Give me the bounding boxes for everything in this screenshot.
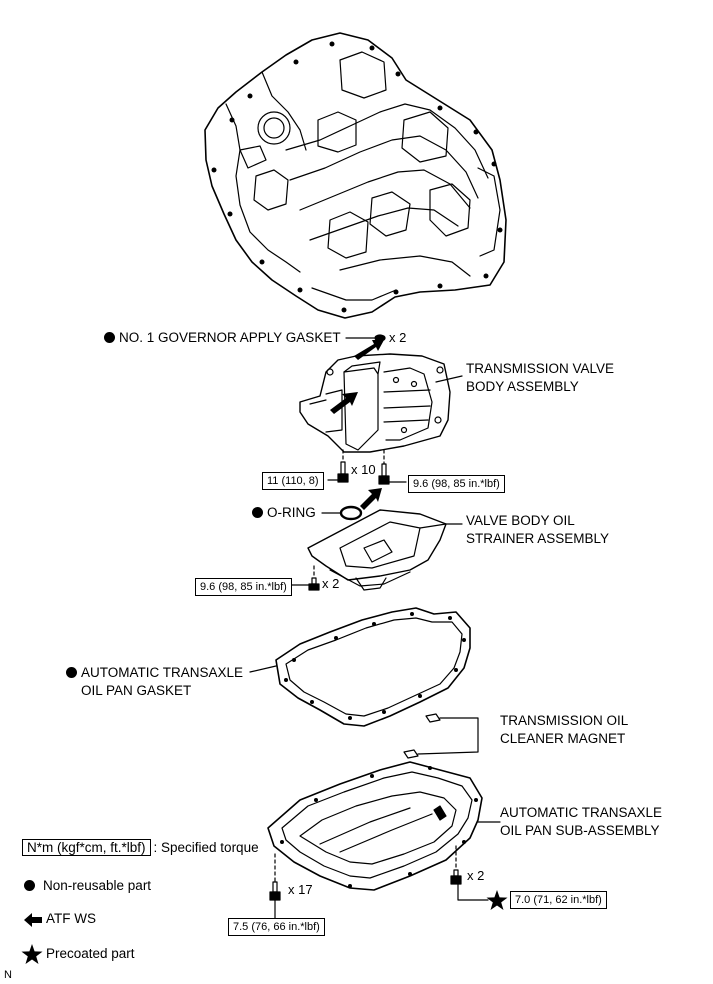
label-o-ring: O-RING <box>252 504 316 522</box>
magnet-drawing <box>403 713 479 759</box>
pan-gasket-line-1: AUTOMATIC TRANSAXLE <box>81 665 244 680</box>
governor-gasket-text: NO. 1 GOVERNOR APPLY GASKET <box>119 330 341 345</box>
legend-atf-arrow <box>24 913 42 927</box>
pan-gasket-line-2: OIL PAN GASKET <box>81 683 192 698</box>
bolt-qty-10: x 10 <box>351 462 376 477</box>
governor-qty: x 2 <box>389 330 407 345</box>
leader-lines <box>435 375 463 525</box>
label-magnet: TRANSMISSION OIL CLEANER MAGNET <box>500 712 628 748</box>
torque-box-t2: 9.6 (98, 85 in.*lbf) <box>408 475 505 493</box>
non-reusable-dot-icon <box>104 332 115 343</box>
plug-qty-2: x 2 <box>467 868 485 883</box>
non-reusable-dot-icon <box>24 880 35 891</box>
valve-body-line-1: TRANSMISSION VALVE <box>466 361 615 376</box>
legend-precoated: Precoated part <box>46 946 135 961</box>
valve-body-bolts <box>327 449 407 485</box>
magnet-line-1: TRANSMISSION OIL <box>500 713 629 728</box>
o-ring-text: O-RING <box>267 505 316 520</box>
label-strainer: VALVE BODY OIL STRAINER ASSEMBLY <box>466 512 609 548</box>
atf-arrow-governor <box>354 340 384 360</box>
label-pan-gasket: AUTOMATIC TRANSAXLE OIL PAN GASKET <box>66 664 243 700</box>
valve-body-drawing <box>299 353 451 453</box>
torque-box-t1: 11 (110, 8) <box>262 472 324 490</box>
pan-gasket-drawing <box>249 607 471 727</box>
oil-pan-line-1: AUTOMATIC TRANSAXLE <box>500 805 663 820</box>
legend-torque-text: : Specified torque <box>153 840 259 855</box>
strainer-bolt-qty: x 2 <box>322 576 340 591</box>
legend-nonreusable-text: Non-reusable part <box>43 878 152 893</box>
precoated-star-pan <box>486 890 508 910</box>
corner-mark: N <box>4 969 12 981</box>
legend-star <box>21 944 43 964</box>
transaxle-case-drawing <box>204 32 507 319</box>
atf-arrow-o-ring <box>360 488 382 510</box>
oil-pan-drawing <box>267 761 501 919</box>
legend-torque-box: N*m (kgf*cm, ft.*lbf) <box>22 839 151 856</box>
label-governor-gasket: NO. 1 GOVERNOR APPLY GASKET <box>104 329 341 347</box>
o-ring-drawing <box>321 505 363 521</box>
torque-box-t5: 7.0 (71, 62 in.*lbf) <box>510 891 607 909</box>
strainer-line-1: VALVE BODY OIL <box>466 513 575 528</box>
valve-body-line-2: BODY ASSEMBLY <box>466 379 579 394</box>
torque-box-t4: 7.5 (76, 66 in.*lbf) <box>228 918 325 936</box>
strainer-line-2: STRAINER ASSEMBLY <box>466 531 610 546</box>
label-oil-pan: AUTOMATIC TRANSAXLE OIL PAN SUB-ASSEMBLY <box>500 804 662 840</box>
governor-gasket-drawing <box>345 334 386 342</box>
torque-box-t3: 9.6 (98, 85 in.*lbf) <box>195 578 292 596</box>
legend-nonreusable: Non-reusable part <box>24 877 151 895</box>
legend-torque: N*m (kgf*cm, ft.*lbf): Specified torque <box>22 839 259 857</box>
non-reusable-dot-icon <box>66 667 77 678</box>
strainer-drawing <box>291 509 447 591</box>
legend-atf: ATF WS <box>46 911 96 926</box>
non-reusable-dot-icon <box>252 507 263 518</box>
magnet-line-2: CLEANER MAGNET <box>500 731 626 746</box>
oil-pan-line-2: OIL PAN SUB-ASSEMBLY <box>500 823 660 838</box>
pan-bolt-qty-17: x 17 <box>288 882 313 897</box>
label-valve-body: TRANSMISSION VALVE BODY ASSEMBLY <box>466 360 614 396</box>
atf-arrow-valve-body <box>330 392 358 414</box>
